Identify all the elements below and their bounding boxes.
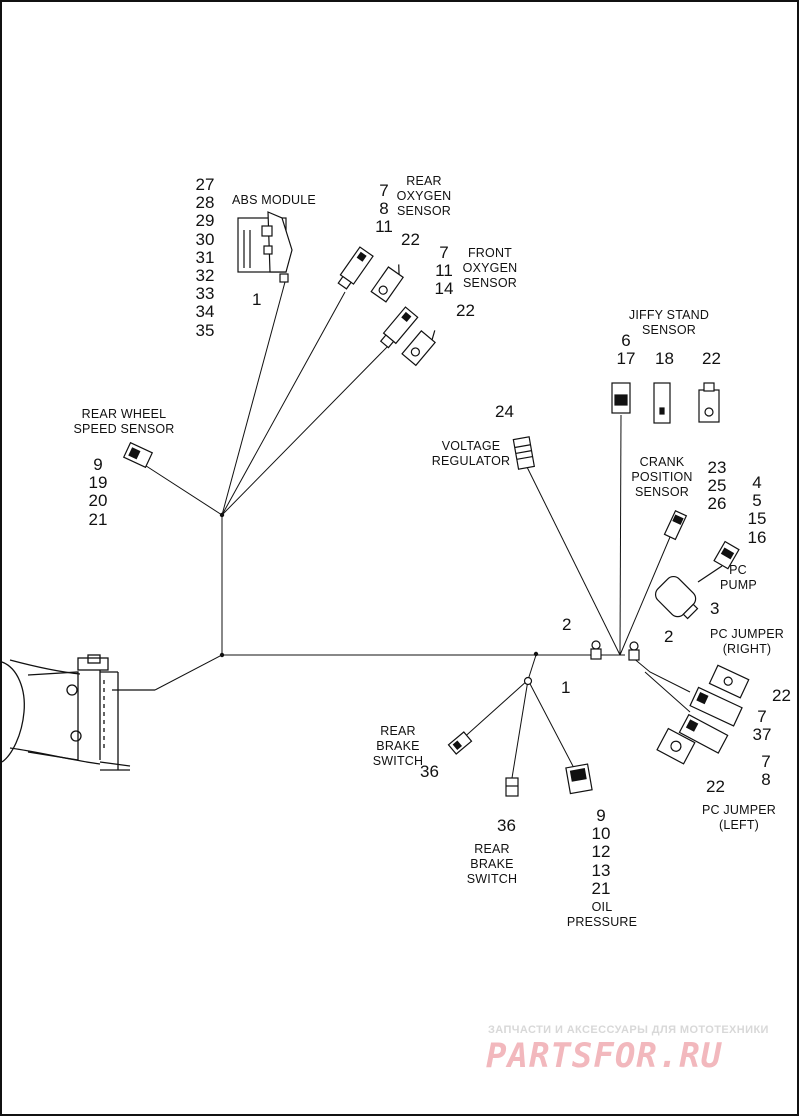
label-pc-jumper-left: PC JUMPER (LEFT): [701, 803, 777, 832]
pc-pump: [654, 540, 740, 620]
callout-pc-jumper-right-clip: 22: [772, 686, 791, 705]
label-front-oxygen-sensor: FRONT OXYGEN SENSOR: [462, 246, 518, 290]
callout-pc-pump: 3: [710, 599, 720, 618]
pc-jumper-left: [656, 713, 729, 765]
callout-voltage-regulator: 24: [495, 402, 514, 421]
pc-jumper-right: [689, 664, 750, 727]
watermark-logo: PARTSFOR.RU: [486, 1036, 723, 1076]
callout-jiffy-sensor: 18: [655, 349, 674, 368]
callout-rear-oxygen-clip: 22: [401, 230, 420, 249]
front-oxygen-connector: [379, 306, 436, 367]
callout-clamp-left: 2: [562, 615, 572, 634]
frame-bracket: [1, 654, 155, 771]
label-rear-wheel-speed-sensor: REAR WHEEL SPEED SENSOR: [73, 407, 175, 436]
label-crank-position-sensor: CRANK POSITION SENSOR: [631, 455, 693, 499]
label-rear-brake-switch-b: REAR BRAKE SWITCH: [466, 842, 518, 886]
label-oil-pressure: OIL PRESSURE: [566, 900, 638, 929]
callout-clamp-right: 2: [664, 627, 674, 646]
rear-wheel-speed-connector: [122, 441, 154, 469]
watermark-text: ЗАПЧАСТИ И АКСЕССУАРЫ ДЛЯ МОТОТЕХНИКИ: [488, 1024, 769, 1036]
label-rear-oxygen-sensor: REAR OXYGEN SENSOR: [396, 174, 452, 218]
label-pc-pump: PC PUMP: [720, 563, 757, 592]
callout-rear-brake-switch-b: 36: [497, 816, 516, 835]
callout-rear-brake-switch-a: 36: [420, 762, 439, 781]
label-jiffy-stand-sensor: JIFFY STAND SENSOR: [628, 308, 710, 337]
callout-junction-clip: 1: [561, 678, 571, 697]
abs-module: [237, 211, 293, 283]
label-abs-module: ABS MODULE: [232, 193, 316, 207]
label-rear-brake-switch-a: REAR BRAKE SWITCH: [372, 724, 424, 768]
junction-dots: [219, 512, 539, 658]
oil-pressure-connector: [565, 763, 593, 795]
rear-oxygen-connector: [337, 246, 404, 303]
crank-position-connector: [663, 509, 688, 541]
callout-pc-jumper-left-clip: 22: [706, 777, 725, 796]
voltage-regulator-connector: [512, 436, 536, 470]
callout-front-oxygen-clip: 22: [456, 301, 475, 320]
harness-clamps: [523, 640, 640, 686]
label-pc-jumper-right: PC JUMPER (RIGHT): [709, 627, 785, 656]
harness-wires: [139, 281, 691, 779]
label-voltage-regulator: VOLTAGE REGULATOR: [431, 439, 511, 468]
jiffy-stand-parts: [611, 382, 720, 424]
callout-jiffy-clip: 22: [702, 349, 721, 368]
callout-abs-clip: 1: [252, 290, 262, 309]
rear-brake-switch-connectors: [447, 731, 519, 797]
